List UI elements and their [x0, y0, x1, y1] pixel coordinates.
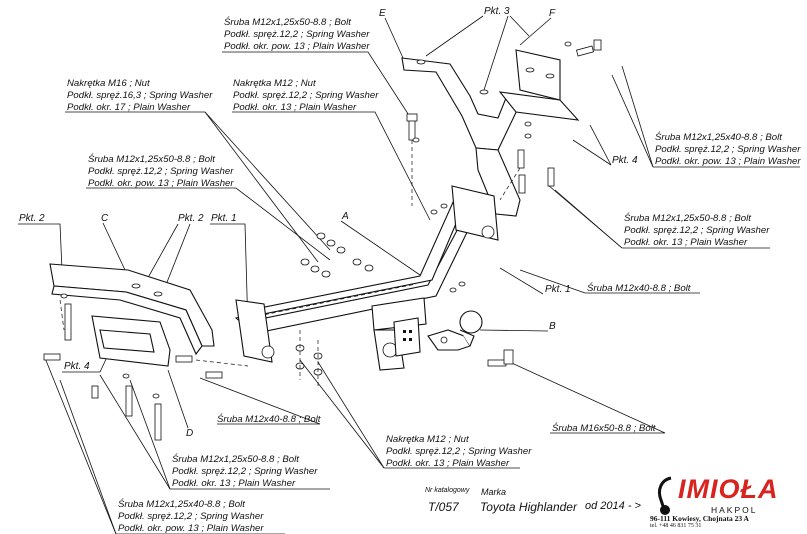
tow-ball — [427, 310, 483, 351]
callout-line: Śruba M12x1,25x40-8.8 ; Bolt — [118, 498, 245, 510]
callout-nut-m12-bottom: Nakrętka M12 ; Nut Podkł. spręż.12,2 ; S… — [386, 434, 532, 469]
callout-nut-m12-top: Nakrętka M12 ; Nut Podkł. spręż.12,2 ; S… — [233, 78, 379, 113]
callout-line: Podkł. okr. pow. 13 ; Plain Washer — [224, 41, 370, 52]
callout-bolt-m16: Śruba M16x50-8.8 ; Bolt — [552, 422, 656, 434]
bracket-d — [91, 315, 171, 367]
callout-line: Podkł. spręż.12,2 ; Spring Washer — [233, 90, 379, 101]
tag-pkt3: Pkt. 3 — [484, 6, 510, 17]
callout-line: Podkł. spręż.12,2 ; Spring Washer — [172, 466, 318, 477]
callout-line: Podkł. spręż.12,2 ; Spring Washer — [624, 225, 770, 236]
bolt-icon — [517, 149, 525, 169]
callout-line: Śruba M12x1,25x50-8.8 ; Bolt — [88, 153, 215, 165]
callout-line: Śruba M12x1,25x50-8.8 ; Bolt — [172, 453, 299, 465]
bolt-icon — [406, 113, 418, 141]
leader-lines — [18, 15, 800, 534]
callout-bolt-top-f: Śruba M12x1,25x50-8.8 ; Bolt Podkł. sprę… — [224, 16, 370, 52]
callout-line: Podkł. spręż.12,2 ; Spring Washer — [118, 511, 264, 522]
bolt-icon — [547, 167, 555, 187]
callout-line: Śruba M12x1,25x40-8.8 ; Bolt — [655, 131, 782, 143]
callout-nut-m16: Nakrętka M16 ; Nut Podkł. spręż.16,3 ; S… — [67, 78, 213, 113]
mount-hole — [261, 345, 275, 359]
callout-bolt-bottom-mid: Śruba M12x1,25x50-8.8 ; Bolt Podkł. sprę… — [172, 453, 318, 489]
callout-line: Podkł. spręż.12,2 ; Spring Washer — [224, 29, 370, 40]
tag-pkt2-left: Pkt. 2 — [19, 213, 45, 224]
bolt-icon — [576, 39, 602, 57]
tag-c: C — [101, 213, 109, 224]
bolt-icon — [487, 349, 514, 367]
bolt-icon — [64, 303, 72, 341]
tag-b: B — [549, 321, 556, 332]
callout-line: Podkł. spręż.12,2 ; Spring Washer — [88, 166, 234, 177]
bolt-icon — [518, 174, 526, 194]
right-side-plate — [451, 185, 499, 241]
callout-line: Podkł. spręż.16,3 ; Spring Washer — [67, 90, 213, 101]
bolt-icon — [175, 355, 193, 363]
callout-line: Podkł. spręż.12,2 ; Spring Washer — [655, 144, 801, 155]
callout-bolt-left-mid: Śruba M12x1,25x50-8.8 ; Bolt Podkł. sprę… — [88, 153, 234, 189]
callout-line: Podkł. spręż.12,2 ; Spring Washer — [386, 446, 532, 457]
callout-line: Podkł. okr. 13 ; Plain Washer — [172, 478, 296, 489]
bracket-c — [49, 263, 215, 356]
callout-line: Podkł. okr. pow. 13 ; Plain Washer — [88, 178, 234, 189]
tag-a: A — [341, 211, 349, 222]
tag-pkt1-right: Pkt. 1 — [545, 284, 571, 295]
callout-line: Nakrętka M12 ; Nut — [386, 434, 469, 445]
callout-line: Nakrętka M16 ; Nut — [67, 78, 150, 89]
bolts — [43, 39, 602, 441]
tag-pkt4-left: Pkt. 4 — [64, 361, 90, 372]
callout-line: Śruba M12x1,25x50-8.8 ; Bolt — [224, 16, 351, 28]
bracket-f — [498, 49, 580, 121]
callout-line: Podkł. okr. pow. 13 ; Plain Washer — [118, 523, 264, 534]
tag-pkt1-left: Pkt. 1 — [211, 213, 237, 224]
tag-f: F — [549, 8, 556, 19]
main-crossbeam — [234, 199, 473, 371]
bolt-icon — [154, 403, 162, 441]
socket-plate — [393, 317, 421, 357]
callout-line: Podkł. okr. 17 ; Plain Washer — [67, 102, 191, 113]
bolt-icon — [91, 385, 99, 399]
callout-line: Nakrętka M12 ; Nut — [233, 78, 316, 89]
callout-line: Śruba M12x1,25x50-8.8 ; Bolt — [624, 212, 751, 224]
callout-line: Podkł. okr. 13 ; Plain Washer — [233, 102, 357, 113]
tag-d: D — [186, 428, 193, 439]
callout-bolt-right-mid: Śruba M12x1,25x50-8.8 ; Bolt Podkł. sprę… — [624, 212, 770, 248]
bolt-icon — [125, 385, 133, 417]
callout-bolt-right-top: Śruba M12x1,25x40-8.8 ; Bolt Podkł. sprę… — [655, 131, 801, 167]
assembly-guides — [59, 140, 521, 386]
callout-line: Podkł. okr. 13 ; Plain Washer — [386, 458, 510, 469]
callout-bolt-m12x40-right: Śruba M12x40-8.8 ; Bolt — [587, 282, 691, 294]
bolt-icon — [205, 371, 223, 379]
callout-line: Podkł. okr. pow. 13 ; Plain Washer — [655, 156, 801, 167]
callout-bolt-m12x40-left: Śruba M12x40-8.8 ; Bolt — [217, 413, 321, 425]
tag-pkt4-right: Pkt. 4 — [612, 155, 638, 166]
callout-line: Podkł. okr. 13 ; Plain Washer — [624, 237, 748, 248]
bolt-icon — [43, 353, 61, 361]
tag-e: E — [379, 8, 386, 19]
nuts-washers — [60, 41, 572, 399]
tag-pkt2-mid: Pkt. 2 — [178, 213, 204, 224]
callout-bolt-bottom-left: Śruba M12x1,25x40-8.8 ; Bolt Podkł. sprę… — [118, 498, 264, 534]
